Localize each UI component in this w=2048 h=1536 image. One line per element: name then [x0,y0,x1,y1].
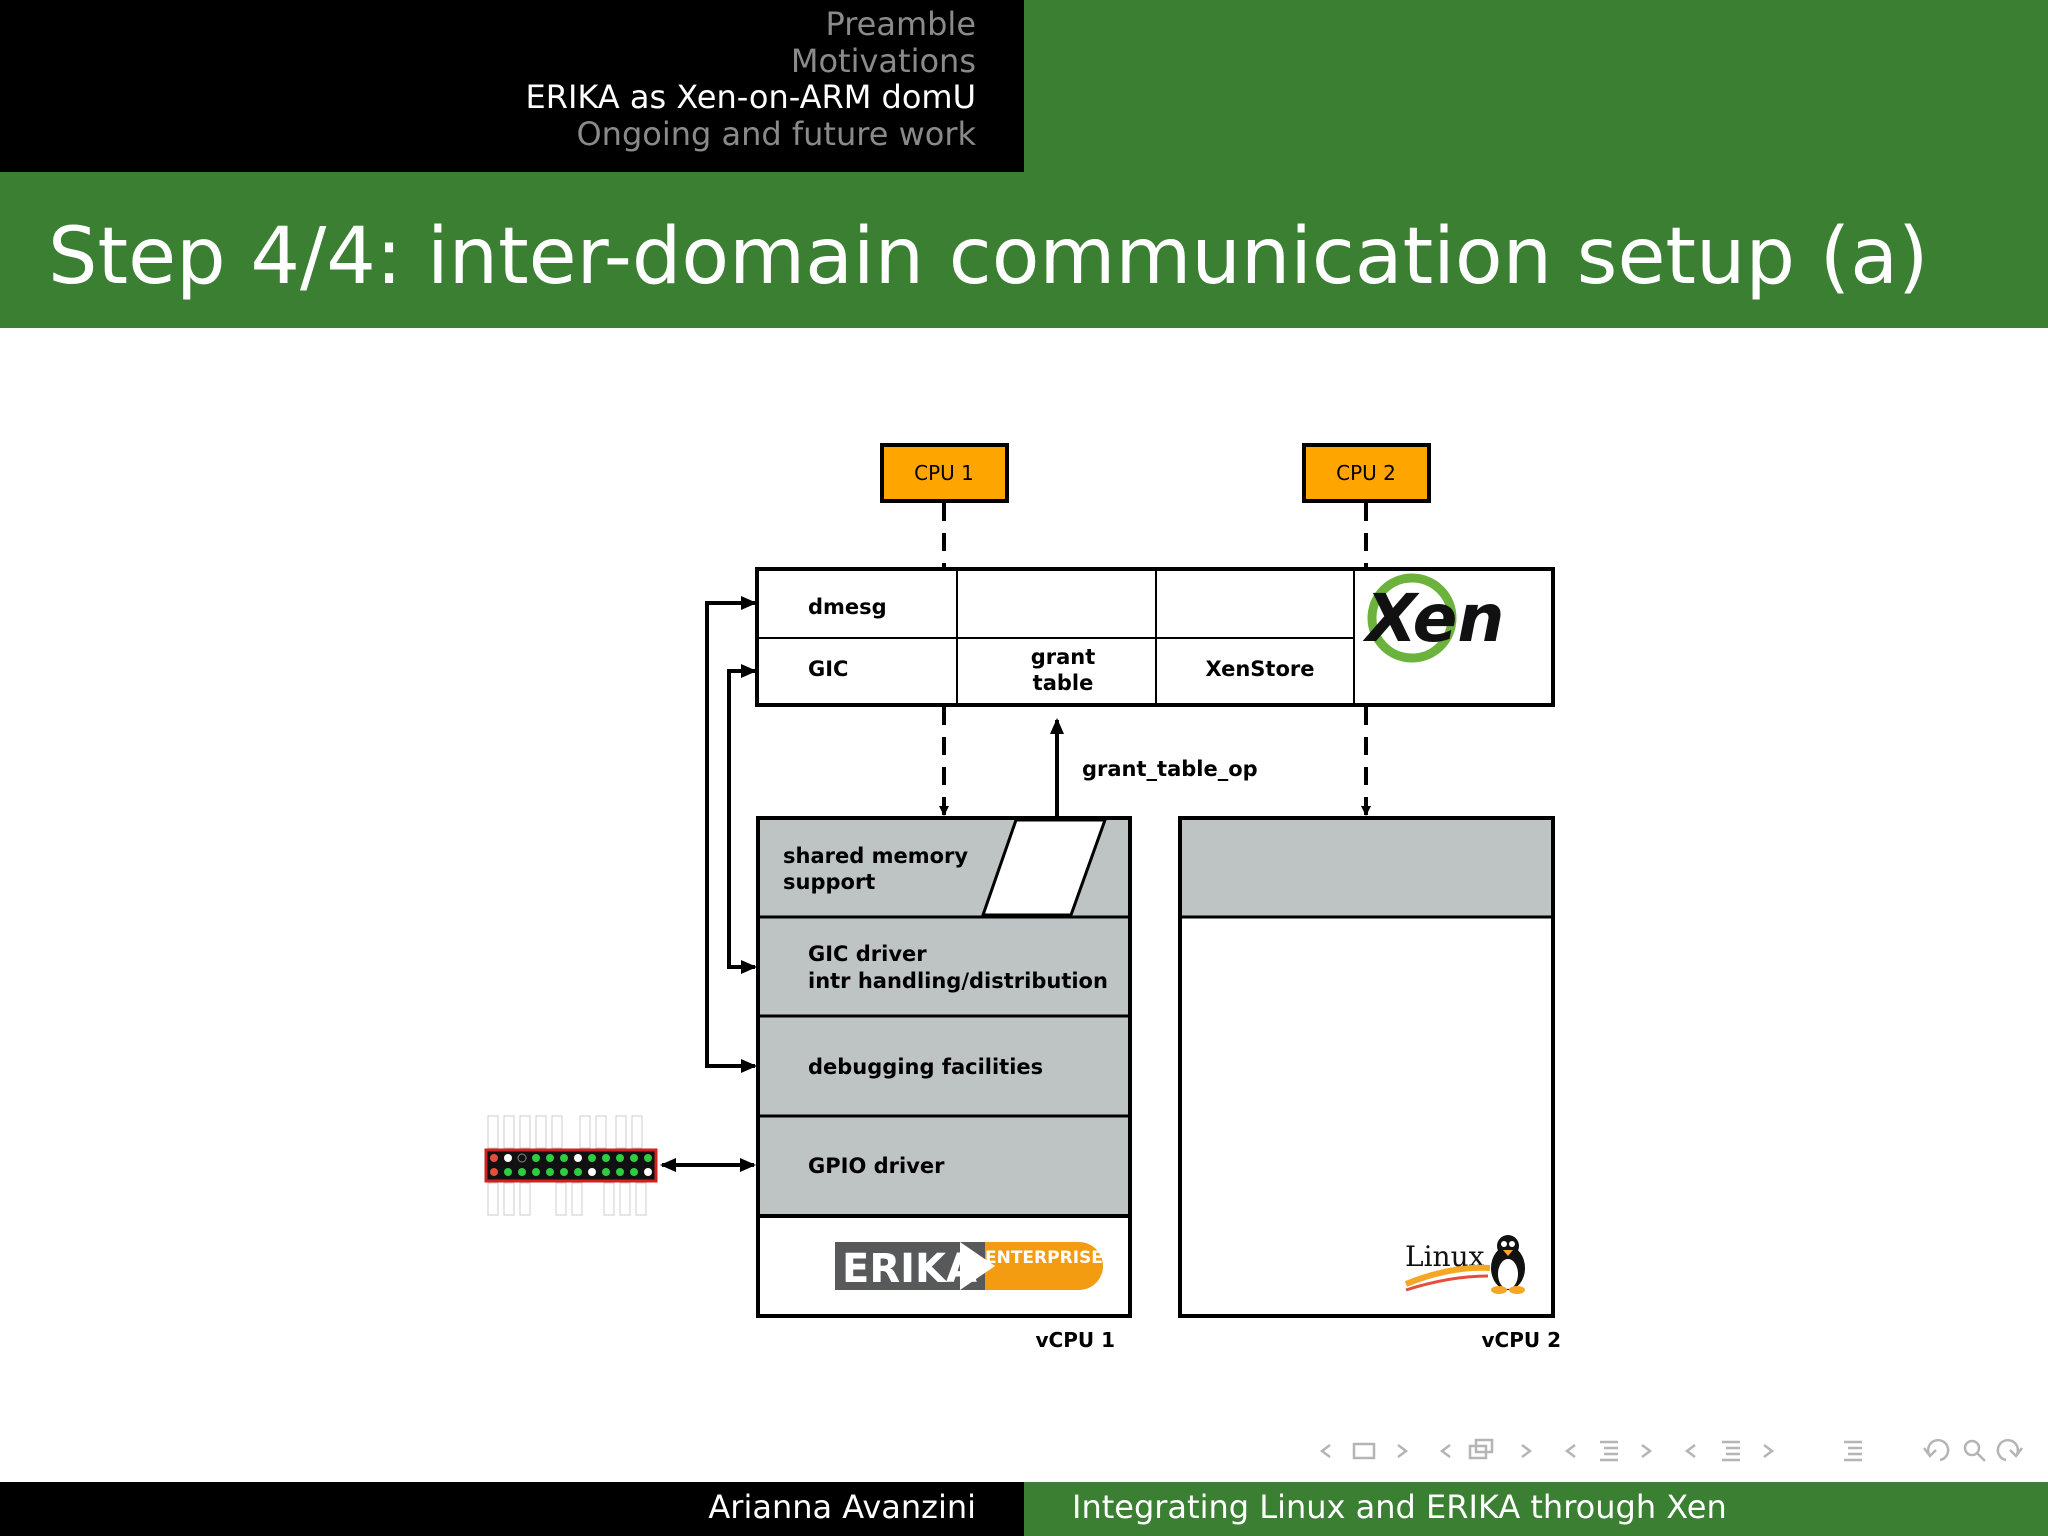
shared-memory-page [980,818,1108,917]
cpu1-label: CPU 1 [914,461,974,485]
vcpu2-label: vCPU 2 [1482,1328,1562,1352]
shared-memory-line2: support [783,870,875,894]
section2-nav-group[interactable] [1684,1440,1775,1462]
nav-prev-section2-icon[interactable] [1684,1444,1696,1458]
linux-tux-logo: Linux [1404,1235,1525,1294]
cpu1-box [880,443,1009,503]
frame-icon[interactable] [1352,1442,1376,1460]
header-green-panel [1024,0,2048,172]
cpu2-label: CPU 2 [1336,461,1396,485]
section-navigation: Preamble Motivations ERIKA as Xen-on-ARM… [525,6,976,152]
subsection-nav-group[interactable] [1439,1438,1533,1460]
undo-icon[interactable] [1923,1439,1950,1462]
nav-prev-subsection-icon[interactable] [1439,1444,1451,1458]
nav-next-section2-icon[interactable] [1763,1444,1775,1458]
nav-next-subsection-icon[interactable] [1521,1444,1533,1458]
footer-author-panel [0,1482,1024,1536]
xen-dmesg-cell: dmesg [808,595,887,619]
erika-logo-main: ERIKA [842,1246,977,1292]
footer-author: Arianna Avanzini [708,1488,976,1526]
grant-table-op-label: grant_table_op [1082,757,1258,781]
header-sections-panel [0,0,1024,172]
section-nav-group[interactable] [1564,1440,1653,1462]
section-link-preamble[interactable]: Preamble [825,5,976,43]
interrupt-debug-connectors [705,596,757,1073]
footer-title-panel [1024,1482,2048,1536]
shared-memory-line1: shared memory [783,844,968,868]
nav-next-frame-icon[interactable] [1397,1444,1409,1458]
xen-gic-cell: GIC [808,657,848,681]
search-icon[interactable] [1963,1439,1986,1462]
subsection-icon[interactable] [1468,1438,1494,1460]
gpio-driver-layer: GPIO driver [808,1154,945,1178]
gic-driver-line2: intr handling/distribution [808,969,1108,993]
gic-driver-line1: GIC driver [808,942,927,966]
section-link-erika-xen[interactable]: ERIKA as Xen-on-ARM domU [525,78,976,116]
nav-prev-section-icon[interactable] [1564,1444,1576,1458]
vcpu1-label: vCPU 1 [1036,1328,1116,1352]
xen-xenstore-cell: XenStore [1205,657,1314,681]
xen-logo: Xen [1362,573,1504,663]
nav-prev-frame-icon[interactable] [1319,1444,1331,1458]
section-link-ongoing-work[interactable]: Ongoing and future work [576,114,976,153]
toc-icon[interactable] [1844,1440,1862,1462]
frame-title-bar [0,172,2048,328]
erika-logo-sub: ENTERPRISE [985,1248,1103,1268]
redo-icon[interactable] [1996,1439,2023,1462]
xen-grant-table-line1: grant [1031,645,1096,669]
section-icon[interactable] [1600,1440,1618,1462]
xen-logo-text: Xen [1362,580,1504,657]
section-link-motivations[interactable]: Motivations [790,41,976,80]
debugging-facilities-layer: debugging facilities [808,1055,1043,1079]
slide-title: Step 4/4: inter-domain communication set… [48,212,1929,302]
cpu2-box [1302,443,1431,503]
section2-icon[interactable] [1722,1440,1740,1462]
erika-enterprise-logo: ERIKA ENTERPRISE [835,1242,1103,1292]
xen-grant-table-line2: table [1033,671,1094,695]
gpio-pin-header [484,1115,658,1216]
beamer-navigation-bar [1319,1438,2023,1462]
footer-talk-title: Integrating Linux and ERIKA through Xen [1072,1488,1727,1526]
frame-nav-group[interactable] [1319,1442,1409,1460]
nav-next-section-icon[interactable] [1641,1444,1653,1458]
